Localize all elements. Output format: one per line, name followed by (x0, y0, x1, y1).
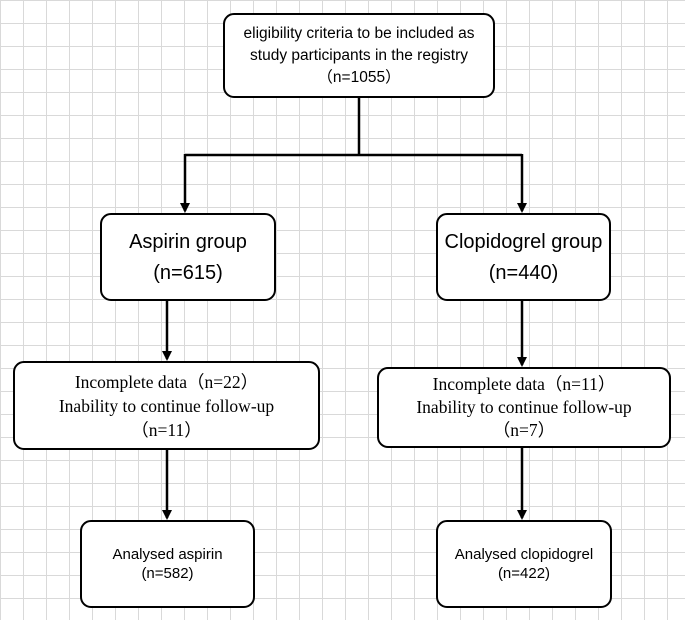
aspirin-group-box: Aspirin group (n=615) (100, 213, 276, 301)
eligibility-box: eligibility criteria to be included as s… (223, 13, 495, 98)
analysed-clopidogrel-box: Analysed clopidogrel (n=422) (436, 520, 612, 608)
analysed-aspirin-box: Analysed aspirin (n=582) (80, 520, 255, 608)
clopidogrel-exclusion-followup-count: （n=7） (492, 420, 556, 440)
eligibility-line-2: study participants in the registry (250, 46, 468, 64)
analysed-clopidogrel-count: (n=422) (497, 565, 551, 582)
aspirin-group-label: Aspirin group (129, 231, 247, 253)
clopidogrel-group-label: Clopidogrel group (444, 231, 603, 253)
eligibility-count: （n=1055） (317, 68, 401, 86)
clopidogrel-exclusion-followup: Inability to continue follow-up (416, 397, 632, 417)
aspirin-exclusion-box: Incomplete data（n=22） Inability to conti… (13, 361, 320, 450)
clopidogrel-group-box: Clopidogrel group (n=440) (436, 213, 611, 301)
clopidogrel-exclusion-box: Incomplete data（n=11） Inability to conti… (377, 367, 671, 448)
aspirin-exclusion-incomplete: Incomplete data（n=22） (74, 371, 259, 392)
analysed-aspirin-label: Analysed aspirin (112, 546, 223, 563)
eligibility-line-1: eligibility criteria to be included as (243, 24, 475, 42)
aspirin-group-count: (n=615) (153, 262, 223, 284)
analysed-clopidogrel-label: Analysed clopidogrel (454, 546, 594, 563)
aspirin-exclusion-followup: Inability to continue follow-up (58, 395, 275, 416)
analysed-aspirin-count: (n=582) (141, 565, 194, 582)
clopidogrel-group-count: (n=440) (488, 262, 559, 284)
clopidogrel-exclusion-incomplete: Incomplete data（n=11） (432, 374, 616, 394)
aspirin-exclusion-followup-count: （n=11） (131, 419, 202, 440)
